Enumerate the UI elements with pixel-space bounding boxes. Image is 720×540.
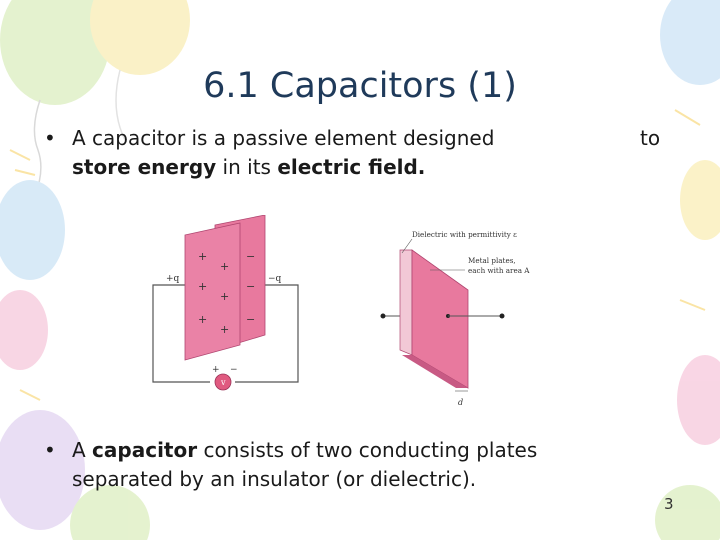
dielectric-pointer: [401, 238, 413, 254]
svg-text:−: −: [246, 250, 255, 263]
metal-label-line1: Metal plates,: [468, 256, 516, 265]
svg-text:+: +: [220, 260, 229, 273]
balloon-green-top: [0, 0, 110, 105]
label-plus-q: +q: [166, 274, 180, 284]
dielectric-label: Dielectric with permittivity ε: [412, 230, 517, 239]
parallel-plate-diagram: Dielectric with permittivity ε Metal pla…: [380, 230, 530, 407]
balloon-green-bottom: [70, 485, 150, 540]
page-number: 3: [664, 495, 674, 513]
metal-label-line2: each with area A: [468, 266, 530, 275]
bullet-2-text-2: consists of two conducting plates: [197, 438, 538, 462]
terminal-right: [499, 313, 505, 319]
bullet-1-text: A capacitor is a passive element designe…: [72, 126, 495, 150]
balloon-yellow-right: [680, 160, 720, 240]
capacitor-plate-positive: [184, 222, 241, 361]
svg-text:+: +: [220, 323, 229, 336]
metal-plate: [411, 249, 469, 389]
source-plus: +: [212, 365, 220, 375]
wire-right: [235, 284, 299, 383]
bullet-1-bold-electric-field: electric field.: [277, 155, 426, 179]
balloon-string: [33, 99, 42, 196]
bullet-dot: •: [44, 126, 56, 150]
svg-text:+: +: [198, 280, 207, 293]
balloon-blue-top-right: [660, 0, 720, 85]
svg-text:−: −: [246, 313, 255, 326]
svg-text:+: +: [220, 290, 229, 303]
label-minus-q: −q: [268, 274, 282, 284]
bullet-1-to: to: [640, 126, 661, 150]
svg-text:+: +: [198, 250, 207, 263]
capacitor-circuit-diagram: + + + + + + − − − +q −q v + −: [152, 215, 299, 391]
plus-signs: + + + + + +: [198, 250, 229, 336]
dielectric-slab: [399, 249, 413, 356]
capacitor-figure: + + + + + + − − − +q −q v + −: [152, 215, 530, 407]
balloon-purple-bottom: [0, 410, 85, 530]
plate-edge: [402, 355, 468, 388]
bullet-1-bold-store-energy: store energy: [72, 155, 217, 179]
svg-text:−: −: [246, 280, 255, 293]
minus-signs: − − −: [246, 250, 255, 326]
wire-left: [152, 284, 210, 383]
slide-title: 6.1 Capacitors (1): [203, 66, 517, 106]
balloon-pink-right: [677, 355, 720, 445]
gap-label: d: [458, 398, 463, 407]
terminal-left: [380, 313, 386, 319]
voltage-source-label: v: [220, 378, 226, 387]
bullet-dot: •: [44, 438, 56, 462]
bullet-2-text: A: [72, 438, 93, 462]
svg-text:+: +: [198, 313, 207, 326]
balloon-pink-left: [0, 290, 48, 370]
bullet-2-line2: separated by an insulator (or dielectric…: [72, 467, 477, 491]
balloon-string: [115, 69, 126, 141]
source-minus: −: [230, 365, 238, 375]
bullet-1-text-2: in its: [216, 155, 278, 179]
balloon-blue-left: [0, 180, 65, 280]
balloon-yellow-top: [90, 0, 190, 75]
balloon-green-bottom-right: [655, 485, 720, 540]
bullet-2-bold-capacitor: capacitor: [92, 438, 198, 462]
voltage-source-icon: [214, 373, 232, 391]
